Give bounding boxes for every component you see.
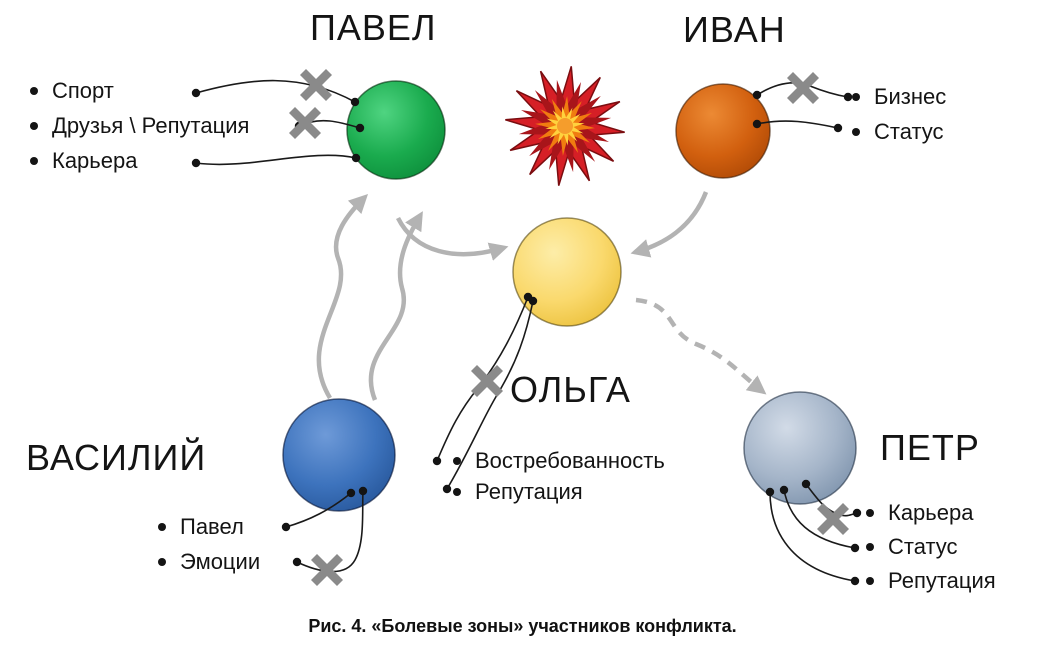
bullet-icon [158,523,166,531]
blocked-cross-icon [816,502,850,536]
blocked-cross-icon [470,364,504,398]
pain-point-label: Статус [874,119,944,144]
conflict-explosion-icon [498,59,632,193]
connector-dots [191,88,862,586]
list-item: Эмоции [158,549,260,575]
arrow-vasily-to-pavel-2 [368,211,423,401]
list-item: Спорт [30,78,249,104]
connector-petr-reputatsiya [769,491,856,582]
participant-name-petr: ПЕТР [880,427,980,468]
connector-vasily-pavel [285,492,352,528]
blocked-cross-icon [288,106,322,140]
pain-point-label: Бизнес [874,84,947,109]
participant-nodes [282,80,857,512]
list-item: Карьера [30,148,249,174]
pain-point-label: Репутация [888,568,996,593]
vasily-pain-list: Павел Эмоции [158,514,260,575]
bullet-icon [852,128,860,136]
pavel-node [346,80,446,180]
bullet-icon [158,558,166,566]
pain-point-label: Эмоции [180,549,261,574]
pain-point-label: Репутация [475,479,583,504]
bullet-icon [453,488,461,496]
pain-point-label: Спорт [52,78,114,103]
pain-point-label: Павел [180,514,244,539]
pain-point-label: Статус [888,534,958,559]
participant-name-vasily: ВАСИЛИЙ [26,437,207,478]
pain-point-label: Востребованность [475,448,665,473]
blocked-cross-icon [310,553,344,587]
bullet-icon [30,157,38,165]
figure-caption: Рис. 4. «Болевые зоны» участников конфли… [308,616,737,636]
pain-point-label: Карьера [888,500,974,525]
connector-petr-status [783,489,856,549]
participant-name-olga: ОЛЬГА [510,369,631,410]
bullet-icon [852,93,860,101]
ivan-node [675,83,771,179]
ivan-pain-list: Бизнес Статус [852,84,946,145]
pain-point-label: Друзья \ Репутация [52,113,250,138]
petr-pain-list: Карьера Статус Репутация [866,500,996,594]
participant-name-pavel: ПАВЕЛ [310,7,437,48]
arrow-ivan-to-olga [630,191,709,258]
connector-ivan-status [756,120,839,129]
bullet-icon [866,543,874,551]
list-item: Друзья \ Репутация [30,113,249,139]
list-item: Репутация [866,568,996,594]
petr-node [743,391,857,505]
list-item: Статус [866,534,996,560]
bullet-icon [866,577,874,585]
pain-point-label: Карьера [52,148,138,173]
list-item: Карьера [866,500,996,526]
list-item: Репутация [453,479,665,505]
olga-pain-list: Востребованность Репутация [453,448,665,505]
connector-pavel-kariera [195,154,357,166]
list-item: Павел [158,514,260,540]
vasily-node [282,398,396,512]
bullet-icon [30,87,38,95]
bullet-icon [453,457,461,465]
arrow-pavel-to-olga [395,216,509,261]
blocked-cross-icon [786,71,820,105]
relation-arrows [316,191,767,401]
olga-node [512,217,622,327]
blocked-cross-icon [299,68,333,102]
pavel-pain-list: Спорт Друзья \ Репутация Карьера [30,78,249,174]
participant-name-ivan: ИВАН [683,9,786,50]
arrow-vasily-to-pavel-1 [316,193,369,400]
list-item: Статус [852,119,946,145]
list-item: Бизнес [852,84,946,110]
bullet-icon [30,122,38,130]
list-item: Востребованность [453,448,665,474]
blocked-cross-icons [288,68,850,587]
connector-vasily-emotsii [296,490,364,573]
arrow-olga-to-petr-dashed [635,297,767,395]
bullet-icon [866,509,874,517]
connector-pavel-sport [195,79,356,103]
